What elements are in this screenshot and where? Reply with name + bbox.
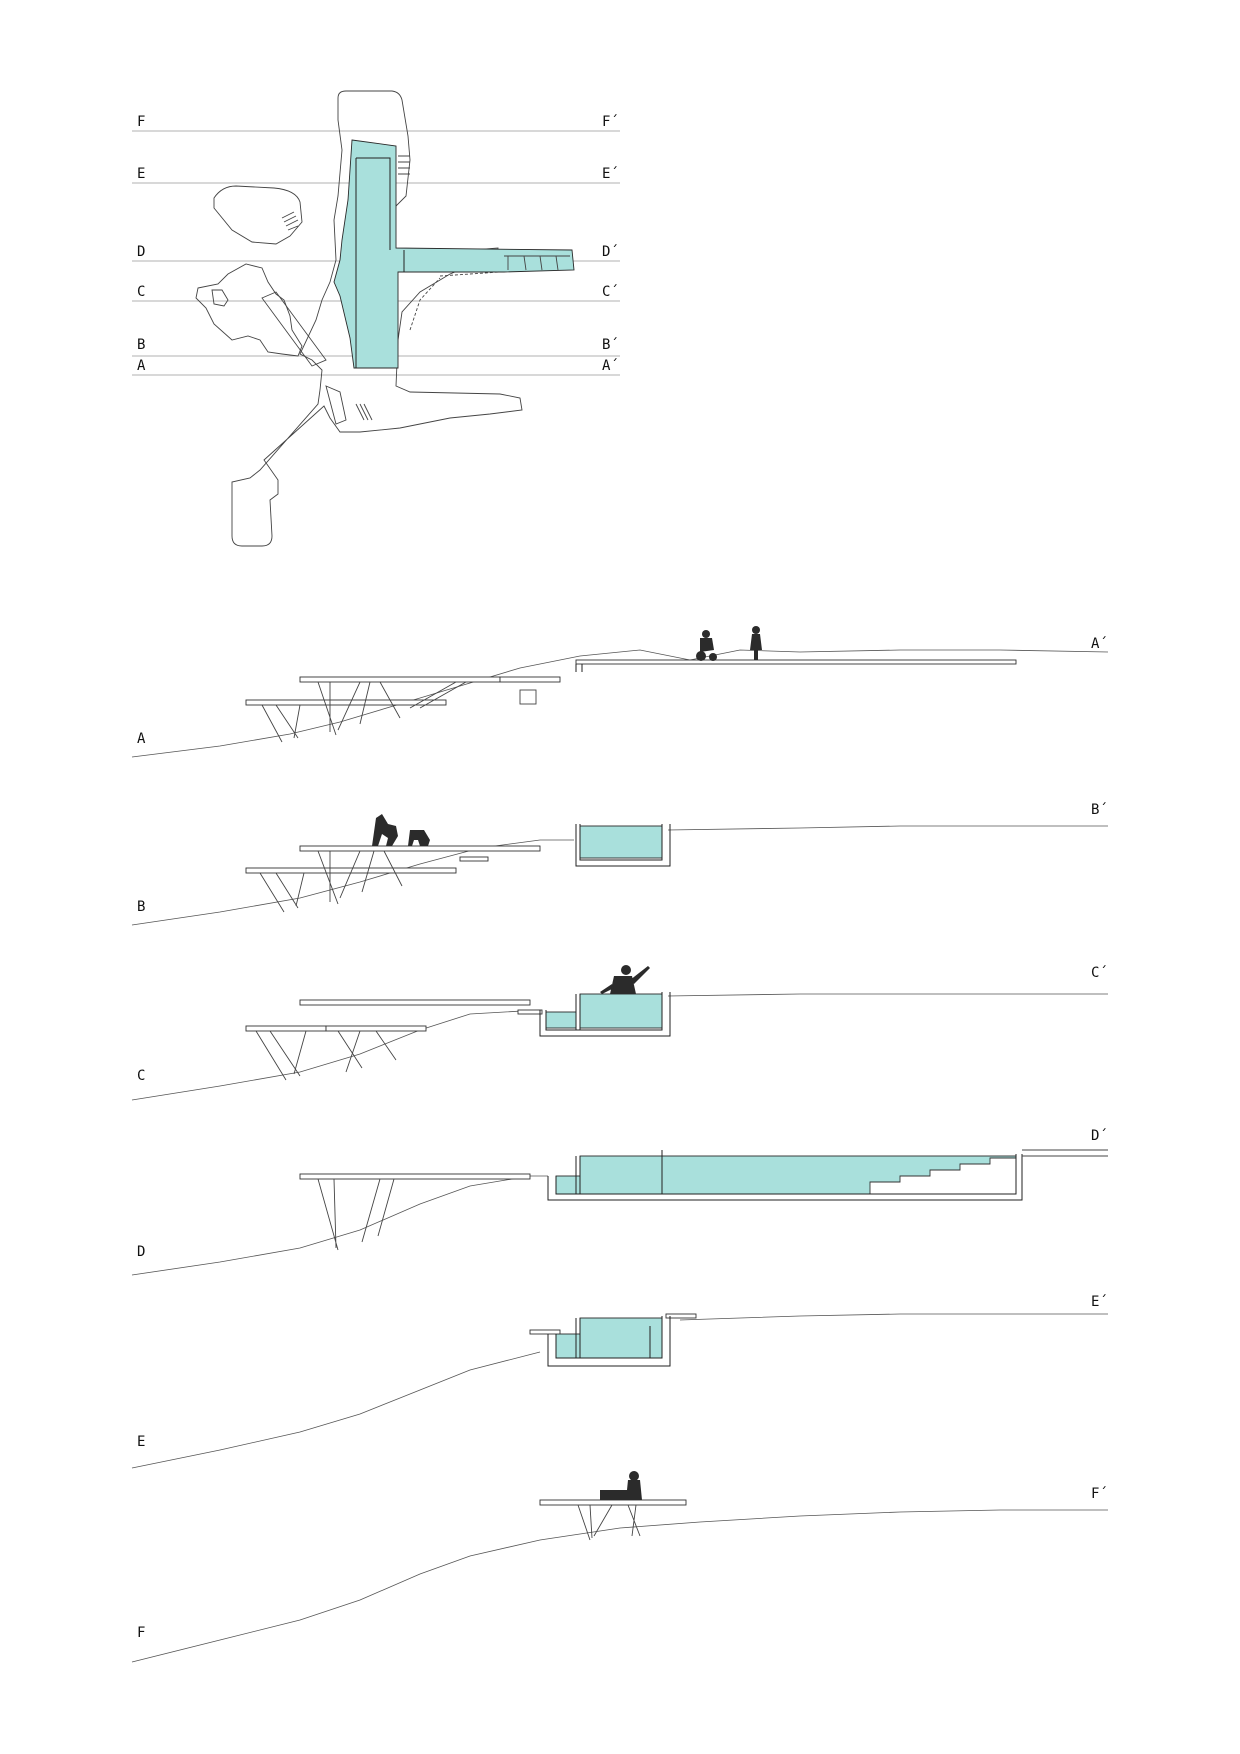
- upper-deck-c: [299, 999, 531, 1006]
- pool-water-b: [579, 825, 663, 859]
- deck-f: [539, 1499, 687, 1506]
- upper-deck-a-grating: [499, 676, 561, 683]
- deck-step-c: [517, 1009, 543, 1015]
- section-label-c-end: C´: [1091, 965, 1108, 981]
- pool-water-e: [579, 1317, 663, 1359]
- planter-a: [519, 689, 537, 705]
- section-b: B B´: [131, 802, 1108, 926]
- lower-left-lobe-inner: [211, 289, 229, 307]
- plan-label-a-start: A: [137, 358, 146, 374]
- pool-steps-plan: [504, 255, 570, 271]
- wall-a: [575, 664, 583, 672]
- pool-shallow-c: [545, 1011, 577, 1029]
- child-on-bike-silhouette: [696, 630, 717, 661]
- pool-walls-c: [539, 992, 671, 1037]
- plan-stair-top: [398, 155, 410, 175]
- upper-left-lobe: [213, 185, 303, 245]
- plan-label-c-start: C: [137, 284, 145, 300]
- plan-label-e-start: E: [137, 166, 145, 182]
- columns-d: [317, 1178, 395, 1251]
- main-terrace-a: [575, 659, 1017, 665]
- ground-line-f: [131, 1509, 1108, 1663]
- ground-line-d: [131, 1175, 548, 1276]
- upper-deck-a: [299, 676, 501, 683]
- ground-line-c: [131, 993, 1108, 1101]
- plan-label-a-end: A´: [602, 358, 619, 374]
- columns-b: [259, 850, 403, 913]
- upper-deck-b: [299, 845, 541, 852]
- deck-stairs-a: [409, 681, 467, 709]
- pool-walls-d: [547, 1150, 1023, 1201]
- pool-dashed-edge: [409, 271, 501, 331]
- plan-label-d-end: D´: [602, 244, 619, 260]
- deck-step-b: [459, 856, 489, 862]
- section-label-b-end: B´: [1091, 802, 1108, 818]
- walkway-lower: [325, 385, 347, 425]
- section-label-b-start: B: [137, 899, 145, 915]
- lounge-chair-silhouette: [372, 814, 430, 846]
- columns-a: [261, 681, 401, 743]
- lower-deck-c-left: [245, 1025, 327, 1032]
- child-standing-silhouette: [750, 626, 762, 660]
- columns-f: [577, 1504, 641, 1541]
- section-c: C C´: [131, 965, 1108, 1101]
- section-e: E E´: [131, 1294, 1108, 1469]
- terrace-d-right: [1022, 1149, 1108, 1157]
- plan-label-f-end: F´: [602, 114, 619, 130]
- plan-label-b-end: B´: [602, 337, 619, 353]
- pool-water-c: [579, 993, 663, 1029]
- plan-label-d-start: D: [137, 244, 145, 260]
- plan-stair-lower: [355, 403, 373, 421]
- section-d: D D´: [131, 1128, 1108, 1276]
- pool-water-plan: [333, 139, 575, 369]
- lower-left-lobe: [195, 263, 303, 357]
- section-label-e-end: E´: [1091, 1294, 1108, 1310]
- plan-label-f-start: F: [137, 114, 145, 130]
- ground-line-a: [131, 649, 1109, 758]
- section-label-a-start: A: [137, 731, 146, 747]
- section-f: F F´: [131, 1471, 1108, 1663]
- lower-deck-c-right: [325, 1025, 427, 1032]
- terrace-outline: [231, 90, 523, 547]
- reclining-person-silhouette: [600, 1471, 642, 1500]
- columns-c: [255, 1030, 397, 1081]
- section-label-e-start: E: [137, 1434, 145, 1450]
- swimmer-silhouette: [600, 965, 650, 994]
- section-label-d-start: D: [137, 1244, 145, 1260]
- section-label-c-start: C: [137, 1068, 145, 1084]
- ground-line-e: [131, 1313, 1108, 1469]
- site-plan: F F´ E E´ D D´ C C´ B B´ A A´: [132, 90, 620, 547]
- plan-stair-upper: [281, 211, 299, 231]
- pool-walls-b: [575, 824, 671, 867]
- upper-deck-d: [299, 1173, 531, 1180]
- walkway: [261, 291, 327, 367]
- pool-walls-e: [547, 1316, 671, 1367]
- section-label-f-end: F´: [1091, 1486, 1108, 1502]
- plan-label-b-start: B: [137, 337, 145, 353]
- section-a: A A´: [131, 626, 1109, 758]
- section-label-d-end: D´: [1091, 1128, 1108, 1144]
- plan-label-e-end: E´: [602, 166, 619, 182]
- deck-top-e: [665, 1313, 697, 1319]
- plan-label-c-end: C´: [602, 284, 619, 300]
- lower-deck-a: [245, 699, 447, 706]
- deck-step-e: [529, 1329, 561, 1335]
- pool-inner-edge: [355, 157, 405, 368]
- section-label-a-end: A´: [1091, 636, 1108, 652]
- section-label-f-start: F: [137, 1625, 145, 1641]
